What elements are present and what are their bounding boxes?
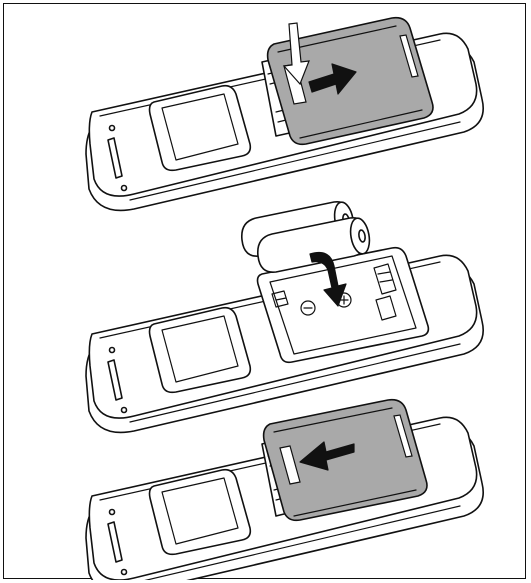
step-open-cover — [86, 18, 483, 211]
remote-battery-diagram — [4, 4, 527, 580]
figure-frame — [3, 3, 526, 579]
step-insert-batteries — [86, 201, 483, 433]
